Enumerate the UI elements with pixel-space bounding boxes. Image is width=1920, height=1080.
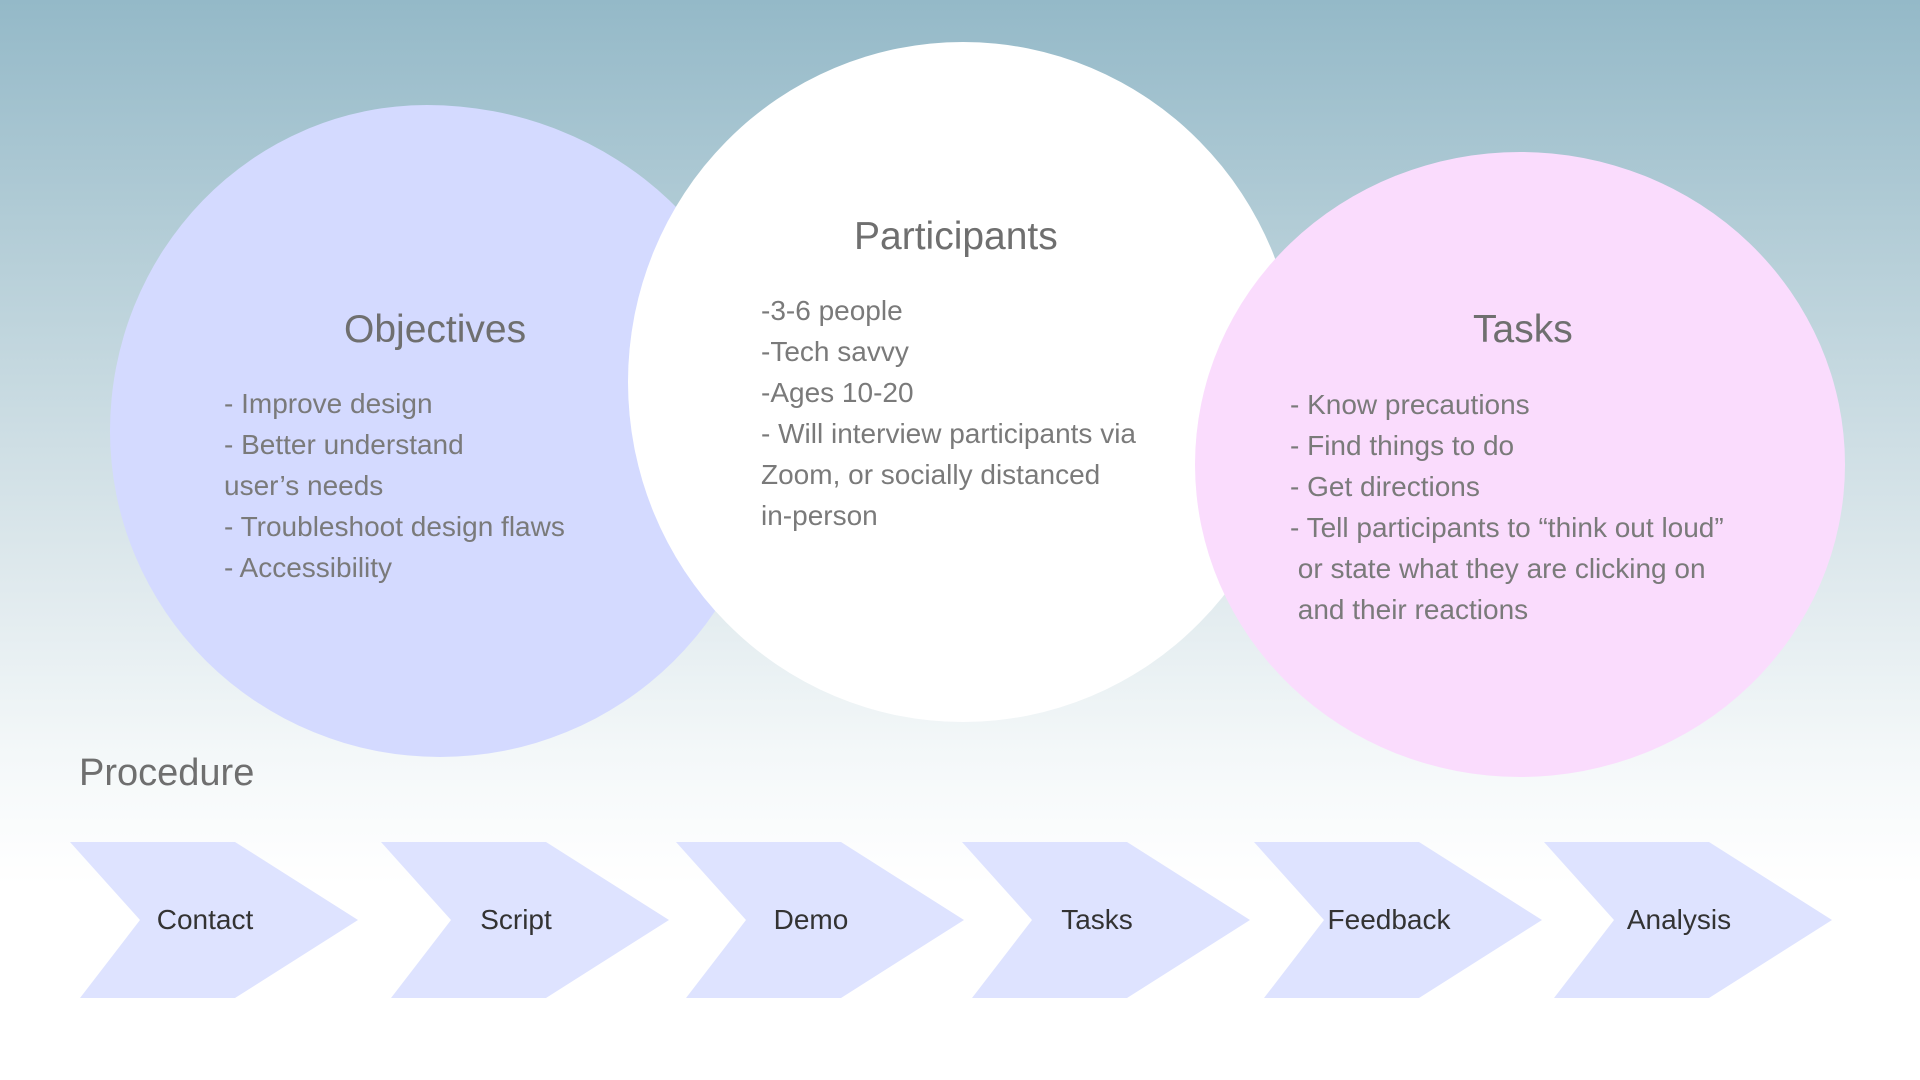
objectives-item: - Better understand (224, 429, 464, 460)
participants-item: in-person (761, 500, 878, 531)
tasks-item: - Tell participants to “think out loud” (1290, 512, 1724, 543)
tasks-item: - Find things to do (1290, 430, 1515, 461)
tasks-list: - Know precautions - Find things to do -… (1290, 384, 1724, 630)
chevron-shape (1254, 842, 1542, 998)
step-label: Script (480, 904, 552, 935)
step-label: Contact (156, 904, 254, 935)
step-label: Analysis (1626, 904, 1732, 935)
procedure-step-contact: Contact (70, 842, 360, 998)
tasks-title: Tasks (1473, 308, 1573, 351)
participants-item: -Ages 10-20 (761, 377, 914, 408)
chevron-shape (962, 842, 1250, 998)
tasks-item: - Get directions (1290, 471, 1480, 502)
procedure-step-tasks: Tasks (962, 842, 1252, 998)
participants-title: Participants (854, 215, 1058, 258)
chevron-shape (381, 842, 669, 998)
participants-circle (628, 42, 1298, 722)
procedure-title: Procedure (79, 752, 255, 794)
objectives-title: Objectives (344, 308, 527, 351)
chevron-shape (676, 842, 964, 998)
objectives-item: - Improve design (224, 388, 433, 419)
procedure-step-demo: Demo (676, 842, 966, 998)
objectives-item: - Troubleshoot design flaws (224, 511, 565, 542)
participants-item: -3-6 people (761, 295, 903, 326)
tasks-item: - Know precautions (1290, 389, 1530, 420)
participants-list: -3-6 people -Tech savvy -Ages 10-20 - Wi… (761, 290, 1136, 536)
objectives-list: - Improve design - Better understand use… (224, 383, 565, 588)
participants-item: Zoom, or socially distanced (761, 459, 1101, 490)
step-label: Demo (773, 904, 849, 935)
procedure-step-script: Script (381, 842, 671, 998)
step-label: Feedback (1327, 904, 1451, 935)
step-label: Tasks (1061, 904, 1133, 935)
procedure-step-analysis: Analysis (1544, 842, 1834, 998)
objectives-item: - Accessibility (224, 552, 393, 583)
tasks-circle (1195, 152, 1845, 777)
tasks-item: or state what they are clicking on (1290, 553, 1706, 584)
procedure-step-feedback: Feedback (1254, 842, 1544, 998)
chevron-shape (70, 842, 358, 998)
chevron-shape (1544, 842, 1832, 998)
objectives-item: user’s needs (224, 470, 384, 501)
tasks-item: and their reactions (1290, 594, 1529, 625)
participants-item: - Will interview participants via (761, 418, 1136, 449)
participants-item: -Tech savvy (761, 336, 909, 367)
